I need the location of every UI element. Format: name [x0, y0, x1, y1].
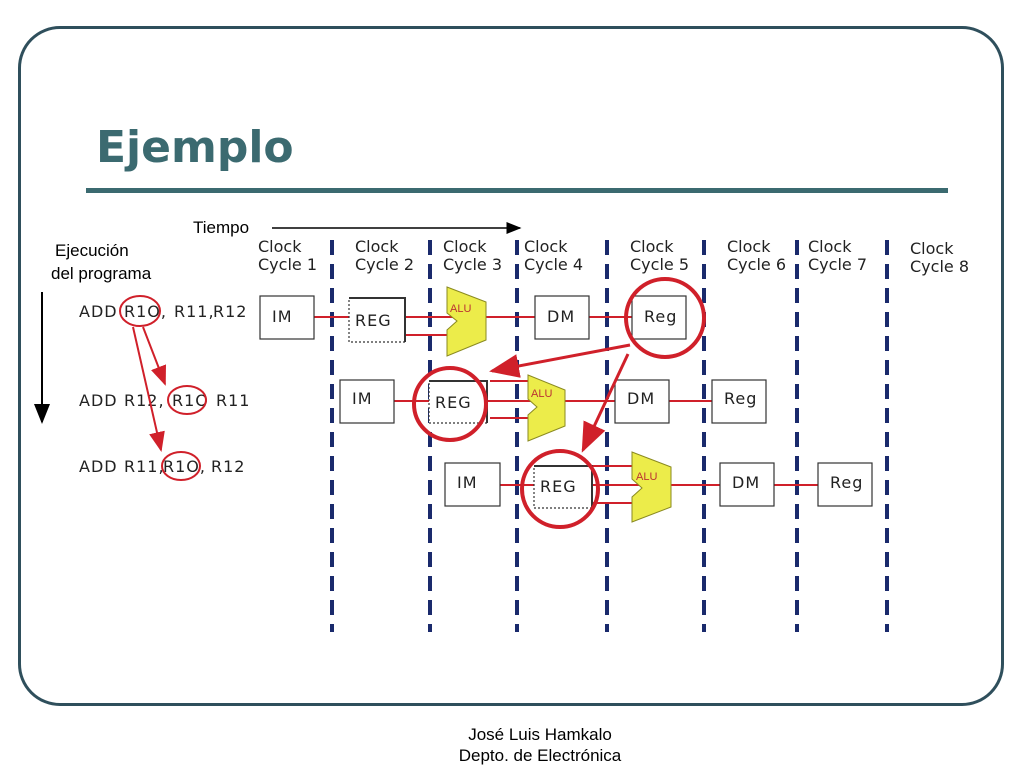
row1-regw-box — [631, 295, 687, 340]
row2-alu-label: ALU — [531, 388, 552, 400]
row1-alu-label: ALU — [450, 303, 471, 315]
clock-cycle-3-line2: Cycle 3 — [443, 255, 502, 274]
clock-cycle-5-line1: Clock — [630, 237, 674, 256]
hazard-annotations — [412, 277, 706, 529]
forward-arrow-to-row3 — [581, 353, 630, 453]
instr-1-dest: R1O, — [124, 302, 167, 321]
row2-regw-box — [711, 379, 767, 424]
row3-reg-label: REG — [540, 477, 577, 496]
row2-reg-label: REG — [435, 393, 472, 412]
instr-2-src2: R11 — [216, 391, 250, 410]
instruction-1: ADD R1O, R11, R12 — [79, 302, 247, 321]
footer-author: José Luis Hamkalo — [468, 725, 612, 744]
row1-dm-box — [534, 295, 590, 340]
pipeline-row-3: IM REG ALU DM Reg — [444, 451, 873, 523]
row3-alu-shape — [631, 451, 672, 523]
instr-3-dest: R11, — [124, 457, 165, 476]
row3-reg-box — [533, 465, 593, 509]
row2-dm-box — [614, 379, 670, 424]
row1-reg-box — [348, 297, 406, 343]
row3-dm-box — [719, 462, 775, 507]
instr-1-src2: R12 — [213, 302, 247, 321]
instr-2-op: ADD — [79, 391, 118, 410]
dependency-highlights — [119, 295, 207, 481]
clock-cycle-6-line1: Clock — [727, 237, 771, 256]
program-label-line2: del programa — [51, 264, 152, 283]
clock-dividers — [330, 240, 889, 632]
clock-cycle-4-line1: Clock — [524, 237, 568, 256]
row3-regw-box — [817, 462, 873, 507]
title-rule — [86, 188, 948, 193]
footer: José Luis Hamkalo Depto. de Electrónica — [440, 724, 640, 766]
clock-cycle-4-line2: Cycle 4 — [524, 255, 583, 274]
row1-regw-label: Reg — [644, 307, 677, 326]
time-label: Tiempo — [193, 218, 249, 237]
highlight-r10-instr1 — [119, 295, 161, 327]
row2-im-box — [339, 379, 395, 424]
highlight-r10-instr3 — [161, 451, 201, 481]
row1-alu-shape — [446, 286, 487, 357]
clock-cycle-7-line2: Cycle 7 — [808, 255, 867, 274]
hazard-circle-row3-reg — [520, 449, 600, 529]
instr-2-dest: R12, — [124, 391, 165, 410]
instr-1-src1: R11, — [174, 302, 215, 321]
slide-frame — [18, 26, 1004, 706]
clock-cycle-1-line2: Cycle 1 — [258, 255, 317, 274]
clock-cycle-8-line2: Cycle 8 — [910, 257, 969, 276]
instr-3-src2: R12 — [211, 457, 245, 476]
row3-im-label: IM — [457, 473, 478, 492]
forward-arrow-to-row2 — [489, 343, 631, 378]
clock-cycle-6-line2: Cycle 6 — [727, 255, 786, 274]
instr-3-op: ADD — [79, 457, 118, 476]
instruction-2: ADD R12, R1O R11 — [79, 391, 250, 410]
clock-cycle-5-line2: Cycle 5 — [630, 255, 689, 274]
row2-im-label: IM — [352, 389, 373, 408]
row2-regw-label: Reg — [724, 389, 757, 408]
footer-department: Depto. de Electrónica — [458, 746, 622, 765]
row1-im-label: IM — [272, 307, 293, 326]
clock-cycle-7-line1: Clock — [808, 237, 852, 256]
instr-2-src1: R1O — [172, 391, 209, 410]
row1-im-box — [259, 295, 315, 340]
pipeline-row-1: IM REG ALU DM Reg — [259, 286, 687, 357]
clock-cycle-3-line1: Clock — [443, 237, 487, 256]
instruction-3: ADD R11, R1O, R12 — [79, 457, 245, 476]
hazard-circle-row1-reg — [624, 277, 706, 359]
row1-reg-label: REG — [355, 311, 392, 330]
pipeline-row-2: IM REG ALU DM Reg — [339, 374, 767, 442]
clock-cycle-2-line2: Cycle 2 — [355, 255, 414, 274]
dep-arrow-1 — [142, 326, 166, 386]
row3-dm-label: DM — [732, 473, 760, 492]
instr-1-op: ADD — [79, 302, 118, 321]
clock-cycle-2-line1: Clock — [355, 237, 399, 256]
row1-reg-solid-edge — [349, 297, 406, 342]
clock-cycle-headers: Clock Cycle 1 Clock Cycle 2 Clock Cycle … — [258, 237, 969, 276]
dep-arrow-2 — [132, 326, 165, 452]
row3-im-box — [444, 462, 501, 507]
program-label-line1: Ejecución — [55, 241, 129, 260]
instr-3-src1: R1O, — [163, 457, 206, 476]
clock-cycle-1-line1: Clock — [258, 237, 302, 256]
clock-cycle-8-line1: Clock — [910, 239, 954, 258]
row3-alu-label: ALU — [636, 471, 657, 483]
row2-alu-shape — [527, 374, 566, 442]
row1-dm-label: DM — [547, 307, 575, 326]
hazard-circle-row2-reg — [412, 366, 488, 442]
row3-regw-label: Reg — [830, 473, 863, 492]
highlight-r10-instr2 — [167, 385, 207, 415]
row2-dm-label: DM — [627, 389, 655, 408]
slide-title: Ejemplo — [96, 122, 294, 173]
